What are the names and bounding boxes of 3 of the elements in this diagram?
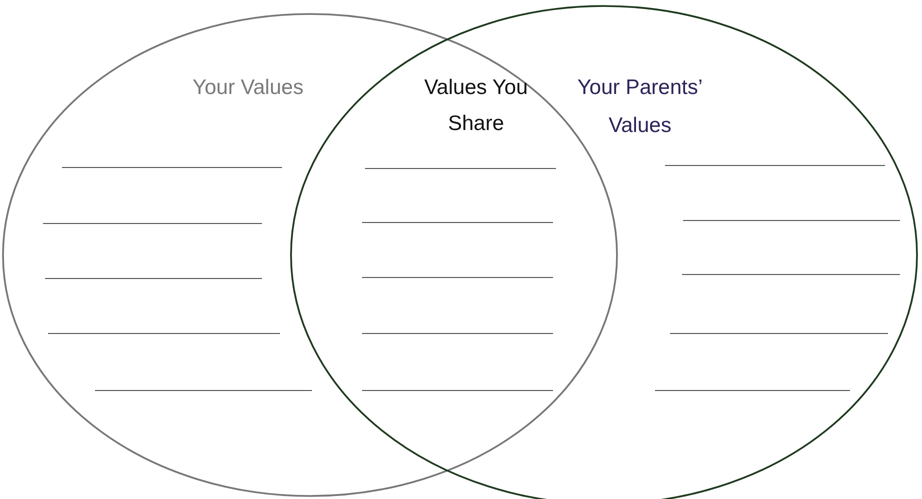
circle-heading: Your Values xyxy=(192,75,304,101)
circle-heading: Your Parents’ Values xyxy=(576,75,704,139)
overlap-heading: Values You Share xyxy=(423,75,529,137)
